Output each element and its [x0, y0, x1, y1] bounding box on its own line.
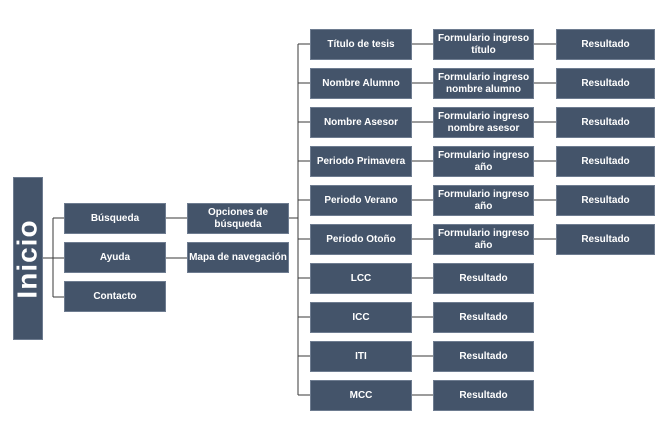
node-formulario-ano-primavera[interactable]: Formulario ingreso año: [433, 146, 534, 177]
node-nombre-asesor[interactable]: Nombre Asesor: [310, 107, 412, 138]
node-formulario-nombre-alumno[interactable]: Formulario ingreso nombre alumno: [433, 68, 534, 99]
node-resultado-titulo[interactable]: Resultado: [556, 29, 655, 60]
node-opciones-de-busqueda[interactable]: Opciones de búsqueda: [187, 203, 289, 234]
node-nombre-alumno[interactable]: Nombre Alumno: [310, 68, 412, 99]
node-iti[interactable]: ITI: [310, 341, 412, 372]
node-periodo-primavera[interactable]: Periodo Primavera: [310, 146, 412, 177]
node-inicio[interactable]: Inicio: [12, 177, 43, 340]
node-resultado-nombre-asesor[interactable]: Resultado: [556, 107, 655, 138]
node-formulario-ano-verano[interactable]: Formulario ingreso año: [433, 185, 534, 216]
node-formulario-titulo[interactable]: Formulario ingreso título: [433, 29, 534, 60]
node-resultado-iti[interactable]: Resultado: [433, 341, 534, 372]
node-periodo-otono[interactable]: Periodo Otoño: [310, 224, 412, 255]
node-busqueda[interactable]: Búsqueda: [64, 203, 166, 234]
node-resultado-primavera[interactable]: Resultado: [556, 146, 655, 177]
node-formulario-ano-otono[interactable]: Formulario ingreso año: [433, 224, 534, 255]
node-lcc[interactable]: LCC: [310, 263, 412, 294]
node-resultado-verano[interactable]: Resultado: [556, 185, 655, 216]
node-titulo-de-tesis[interactable]: Título de tesis: [310, 29, 412, 60]
node-resultado-nombre-alumno[interactable]: Resultado: [556, 68, 655, 99]
node-mapa-de-navegacion[interactable]: Mapa de navegación: [187, 242, 289, 273]
node-periodo-verano[interactable]: Periodo Verano: [310, 185, 412, 216]
node-ayuda[interactable]: Ayuda: [64, 242, 166, 273]
node-icc[interactable]: ICC: [310, 302, 412, 333]
node-resultado-lcc[interactable]: Resultado: [433, 263, 534, 294]
node-resultado-otono[interactable]: Resultado: [556, 224, 655, 255]
node-contacto[interactable]: Contacto: [64, 281, 166, 312]
node-formulario-nombre-asesor[interactable]: Formulario ingreso nombre asesor: [433, 107, 534, 138]
node-resultado-mcc[interactable]: Resultado: [433, 380, 534, 411]
node-resultado-icc[interactable]: Resultado: [433, 302, 534, 333]
node-inicio-label: Inicio: [12, 218, 43, 299]
node-mcc[interactable]: MCC: [310, 380, 412, 411]
